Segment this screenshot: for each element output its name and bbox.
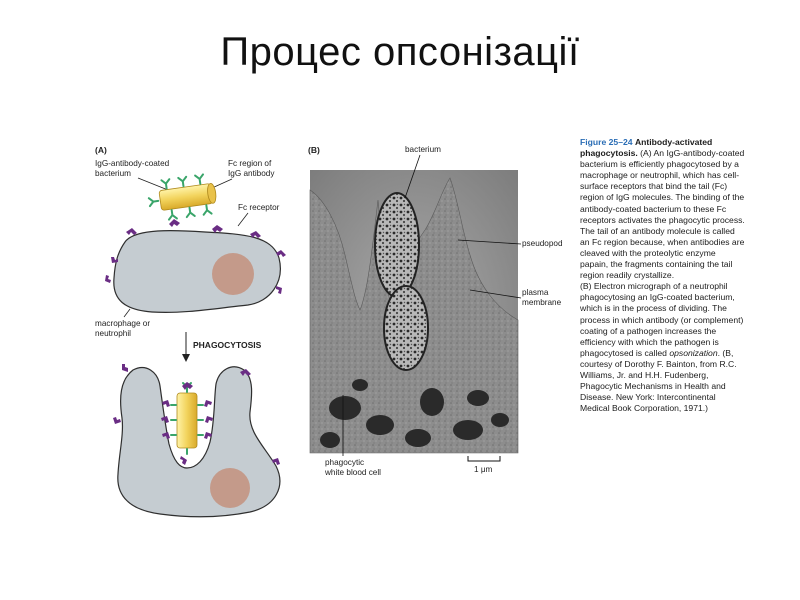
macrophage-label-line2: neutrophil <box>95 329 131 338</box>
fc-receptor-icon <box>205 416 213 423</box>
panel-b-label: (B) <box>308 145 320 155</box>
igg-bacterium-label-line2: bacterium <box>95 169 131 178</box>
antibody-icon <box>195 174 204 184</box>
caption-text-b: (B) Electron micrograph of a neutrophil … <box>580 281 743 358</box>
fc-receptor-icon <box>126 228 137 235</box>
fc-receptor-icon <box>180 456 187 465</box>
fc-receptor-label: Fc receptor <box>238 203 280 212</box>
antibody-icon <box>186 207 195 217</box>
panel-b: (B) bacterium pseudopod <box>308 145 563 477</box>
caption-opsonization-term: opsonization <box>669 348 717 358</box>
macrophage-nucleus <box>212 253 254 295</box>
arrow-head-icon <box>182 354 190 362</box>
macrophage-cell <box>114 231 281 313</box>
electron-micrograph <box>310 170 518 453</box>
fc-receptor-leader <box>238 213 248 226</box>
fc-receptor-icon <box>212 225 223 233</box>
phagocytosis-label: PHAGOCYTOSIS <box>193 340 262 350</box>
fc-receptor-icon <box>169 219 180 227</box>
fc-receptor-icon <box>204 400 212 407</box>
macrophage-leader <box>124 309 130 317</box>
pseudopod-label: pseudopod <box>522 239 563 248</box>
phagocytic-cell-label-line2: white blood cell <box>324 468 381 477</box>
antibody-icon <box>168 210 177 220</box>
igg-bacterium-label-line1: IgG-antibody-coated <box>95 159 170 168</box>
bacterium-shape <box>177 393 197 448</box>
fc-receptor-icon <box>276 286 282 294</box>
fc-receptor-icon <box>113 417 121 424</box>
igg-coated-bacterium <box>147 173 219 222</box>
fc-region-label-line2: IgG antibody <box>228 169 275 178</box>
figure-number: Figure 25–24 <box>580 137 633 147</box>
fc-region-label-line1: Fc region of <box>228 159 272 168</box>
caption-text-a: (A) An IgG-antibody-coated bacterium is … <box>580 148 745 280</box>
panel-a-label: (A) <box>95 145 107 155</box>
fc-receptor-icon <box>105 275 111 283</box>
plasma-membrane-label-line1: plasma <box>522 288 549 297</box>
panel-a: (A) IgG-antibody-coated bacterium Fc reg… <box>95 145 286 517</box>
macrophage-label-line1: macrophage or <box>95 319 150 328</box>
plasma-membrane-label-line2: membrane <box>522 298 562 307</box>
fc-receptor-icon <box>122 364 128 372</box>
micrograph-bacterium-upper <box>375 193 419 297</box>
figure-caption: Figure 25–24 Antibody-activated phagocyt… <box>580 137 745 414</box>
antibody-icon <box>202 205 211 215</box>
fc-region-leader <box>212 179 232 188</box>
engulfing-macrophage-nucleus <box>210 468 250 508</box>
igg-bacterium-leader <box>138 178 168 190</box>
engulfed-bacterium <box>171 383 203 454</box>
phagocytic-cell-label-line1: phagocytic <box>325 458 364 467</box>
antibody-icon <box>178 177 187 187</box>
antibody-icon <box>149 197 159 206</box>
scale-bar <box>468 456 500 461</box>
bacterium-label: bacterium <box>405 145 441 154</box>
engulfing-macrophage-cell <box>118 367 280 517</box>
scale-bar-label: 1 μm <box>474 465 493 474</box>
micrograph-bacterium-lower <box>384 286 428 370</box>
